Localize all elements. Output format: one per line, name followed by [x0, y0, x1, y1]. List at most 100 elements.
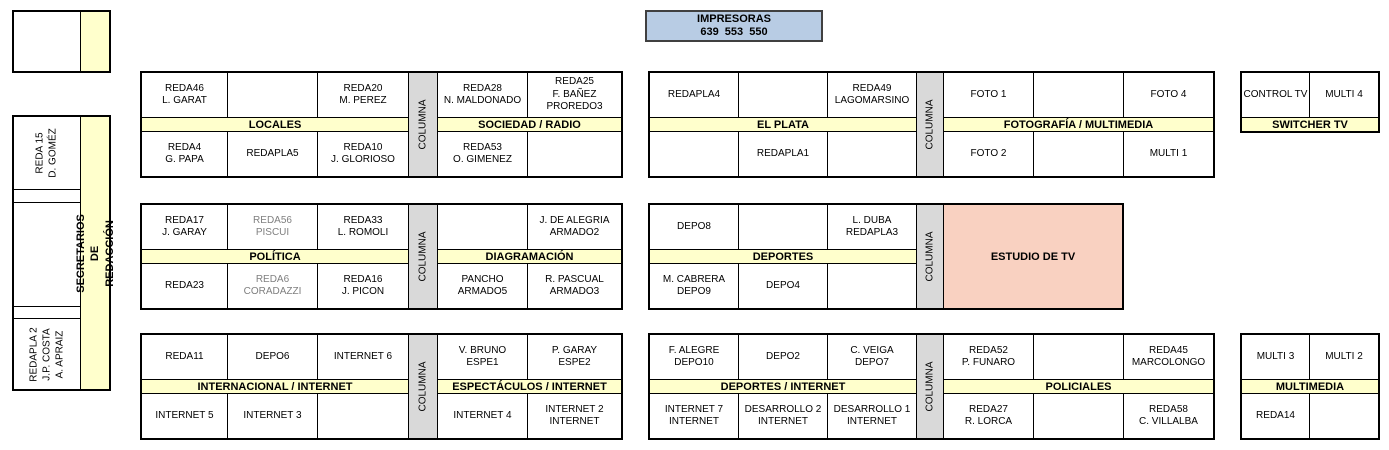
desk-cell-empty: [81, 12, 109, 71]
desk-cell: MULTI 1: [1124, 132, 1213, 176]
desk-cell: R. PASCUAL ARMADO3: [528, 264, 621, 308]
section-band-espectaculos: ESPECTÁCULOS / INTERNET: [438, 380, 621, 393]
desk-cell: DESARROLLO 2 INTERNET: [739, 394, 827, 438]
block-multimedia: MULTI 3 MULTI 2 MULTIMEDIA REDA14: [1240, 333, 1380, 440]
impresoras-numbers: 639 553 550: [700, 26, 768, 38]
desk-cell: INTERNET 7 INTERNET: [650, 394, 738, 438]
desk-cell: J. DE ALEGRIA ARMADO2: [528, 205, 621, 249]
desk-cell: REDA10 J. GLORIOSO: [318, 132, 408, 176]
columna-strip: COLUMNA: [917, 335, 943, 438]
desk-cell-empty: [1310, 394, 1378, 438]
desk-cell-empty: [438, 205, 527, 249]
block-deportesinternet-policiales: COLUMNA F. ALEGRE DEPO10 DEPO2 C. VEIGA …: [648, 333, 1215, 440]
desk-cell: REDA52 P. FUNARO: [944, 335, 1033, 379]
desk-cell: INTERNET 3: [228, 394, 317, 438]
desk-cell: DEPO6: [228, 335, 317, 379]
section-band-deportes-internet: DEPORTES / INTERNET: [650, 380, 916, 393]
columna-label: COLUMNA: [417, 99, 429, 150]
section-band-locales: LOCALES: [142, 118, 408, 131]
desk-cell-empty: [739, 205, 827, 249]
top-left-box: [12, 10, 111, 73]
desk-cell: REDA17 J. GARAY: [142, 205, 227, 249]
desk-cell: REDA27 R. LORCA: [944, 394, 1033, 438]
desk-cell: M. CABRERA DEPO9: [650, 264, 738, 308]
columna-label: COLUMNA: [924, 99, 936, 150]
desk-cell: FOTO 4: [1124, 73, 1213, 117]
desk-cell-empty: [14, 307, 80, 318]
desk-cell: REDA20 M. PEREZ: [318, 73, 408, 117]
desk-cell: DEPO4: [739, 264, 827, 308]
section-band-policiales: POLICIALES: [944, 380, 1213, 393]
desk-cell: MULTI 4: [1310, 73, 1378, 117]
section-band-deportes: DEPORTES: [650, 250, 916, 263]
desk-cell: MULTI 2: [1310, 335, 1378, 379]
desk-cell: DEPO8: [650, 205, 738, 249]
desk-cell-empty: [650, 132, 738, 176]
section-band-sociedad-radio: SOCIEDAD / RADIO: [438, 118, 621, 131]
desk-cell: REDA 15 D. GOMÉZ: [14, 117, 80, 189]
left-panel-secretarios: SECRETARIOS DE REDACCIÓN REDA 15 D. GOMÉ…: [12, 115, 115, 391]
desk-cell-empty: [828, 264, 916, 308]
desk-cell-empty: [318, 394, 408, 438]
desk-cell: REDAPLA1: [739, 132, 827, 176]
desk-cell: MULTI 3: [1242, 335, 1309, 379]
block-locales-sociedad: COLUMNA REDA46 L. GARAT REDA20 M. PEREZ …: [140, 71, 623, 178]
desk-cell: REDA49 LAGOMARSINO: [828, 73, 916, 117]
columna-strip: COLUMNA: [917, 205, 943, 308]
desk-cell: REDA11: [142, 335, 227, 379]
desk-cell: REDA28 N. MALDONADO: [438, 73, 527, 117]
desk-cell-empty: [14, 190, 80, 202]
section-band-elplata: EL PLATA: [650, 118, 916, 131]
desk-cell: REDAPLA5: [228, 132, 317, 176]
desk-cell-empty: [1034, 335, 1123, 379]
section-band-diagramacion: DIAGRAMACIÓN: [438, 250, 621, 263]
desk-cell-empty: [228, 73, 317, 117]
desk-cell: REDAPLA 2 J.P. COSTA A. APRAIZ: [14, 319, 80, 389]
desk-cell: REDA33 L. ROMOLI: [318, 205, 408, 249]
desk-cell: REDA6 CORADAZZI: [228, 264, 317, 308]
impresoras-title: IMPRESORAS: [697, 12, 771, 25]
columna-strip: COLUMNA: [409, 205, 437, 308]
desk-cell: REDA14: [1242, 394, 1309, 438]
desk-cell: PANCHO ARMADO5: [438, 264, 527, 308]
desk-cell: REDA46 L. GARAT: [142, 73, 227, 117]
columna-strip: COLUMNA: [917, 73, 943, 176]
desk-cell: REDA16 J. PICON: [318, 264, 408, 308]
desk-cell: L. DUBA REDAPLA3: [828, 205, 916, 249]
section-band-switcher: SWITCHER TV: [1242, 118, 1378, 131]
section-band-fotografia: FOTOGRAFÍA / MULTIMEDIA: [944, 118, 1213, 131]
desk-cell: REDAPLA4: [650, 73, 738, 117]
block-deportes-estudio: COLUMNA ESTUDIO DE TV DEPO8 L. DUBA REDA…: [648, 203, 1124, 310]
desk-cell: INTERNET 5: [142, 394, 227, 438]
desk-cell-empty: [14, 203, 80, 306]
columna-label: COLUMNA: [417, 231, 429, 282]
desk-cell: REDA45 MARCOLONGO: [1124, 335, 1213, 379]
desk-cell: F. ALEGRE DEPO10: [650, 335, 738, 379]
section-band-multimedia: MULTIMEDIA: [1242, 380, 1378, 393]
section-band-internacional: INTERNACIONAL / INTERNET: [142, 380, 408, 393]
desk-cell-empty: [1034, 394, 1123, 438]
desk-cell: INTERNET 2 INTERNET: [528, 394, 621, 438]
block-switcher-tv: CONTROL TV MULTI 4 SWITCHER TV: [1240, 71, 1380, 133]
desk-cell-empty: [828, 132, 916, 176]
desk-cell: REDA23: [142, 264, 227, 308]
block-elplata-fotografia: COLUMNA REDAPLA4 REDA49 LAGOMARSINO FOTO…: [648, 71, 1215, 178]
desk-cell: REDA58 C. VILLALBA: [1124, 394, 1213, 438]
desk-cell: DEPO2: [739, 335, 827, 379]
desk-cell: V. BRUNO ESPE1: [438, 335, 527, 379]
desk-cell: FOTO 1: [944, 73, 1033, 117]
desk-cell-empty: [1034, 132, 1123, 176]
desk-cell: CONTROL TV: [1242, 73, 1309, 117]
desk-cell-empty: [739, 73, 827, 117]
desk-cell: REDA4 G. PAPA: [142, 132, 227, 176]
estudio-de-tv: ESTUDIO DE TV: [944, 205, 1122, 308]
section-band-politica: POLÍTICA: [142, 250, 408, 263]
desk-cell-empty: [14, 12, 80, 71]
columna-label: COLUMNA: [417, 361, 429, 412]
columna-label: COLUMNA: [924, 361, 936, 412]
desk-cell: P. GARAY ESPE2: [528, 335, 621, 379]
desk-label: REDA 15 D. GOMÉZ: [34, 128, 59, 178]
desk-cell: REDA25 F. BAÑEZ PROREDO3: [528, 73, 621, 117]
desk-label: REDAPLA 2 J.P. COSTA A. APRAIZ: [28, 326, 66, 382]
desk-cell: FOTO 2: [944, 132, 1033, 176]
